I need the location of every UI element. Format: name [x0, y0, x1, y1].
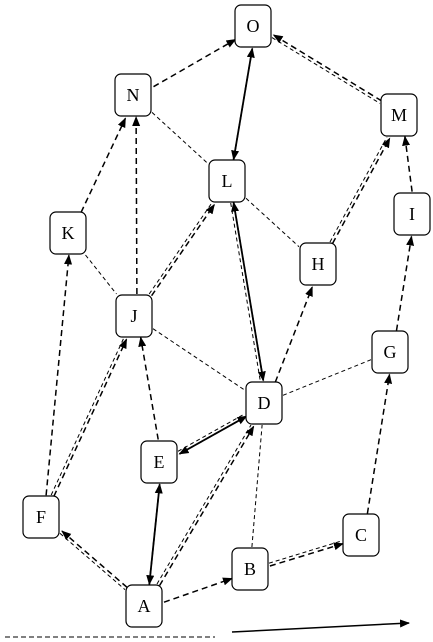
edge-K-J [85, 254, 117, 295]
node-box-H [299, 242, 337, 286]
edge-A-D [156, 424, 252, 585]
edge-I-M [402, 135, 413, 192]
edge-O-M [271, 37, 381, 104]
edge-L-D [230, 202, 261, 382]
edge-J-N [132, 116, 141, 295]
edge-F-K [45, 254, 73, 496]
nodes-layer: O N M L I K H J G D E F C B A [22, 4, 431, 628]
edge-D-G [282, 359, 372, 396]
node-E: E [140, 440, 178, 484]
node-label-B: B [244, 559, 256, 579]
node-A: A [125, 584, 163, 628]
edge-A-D [158, 425, 255, 586]
edge-J-L [150, 203, 215, 297]
edge-B-C [269, 542, 344, 567]
node-box-I [393, 192, 431, 236]
node-box-A [125, 584, 163, 628]
edge-J-D [152, 328, 246, 391]
node-box-D [245, 381, 283, 425]
node-K: K [49, 211, 87, 255]
node-label-M: M [391, 105, 407, 125]
node-box-M [380, 93, 418, 137]
node-C: C [342, 513, 380, 557]
node-box-C [342, 513, 380, 557]
node-H: H [299, 242, 337, 286]
node-box-O [234, 4, 272, 48]
edge-F-J [50, 337, 125, 496]
node-label-L: L [222, 171, 233, 191]
node-box-J [115, 294, 153, 338]
node-label-C: C [355, 525, 367, 545]
node-label-N: N [127, 85, 140, 105]
node-box-L [208, 159, 246, 203]
node-box-B [231, 547, 269, 591]
node-N: N [114, 73, 152, 117]
node-box-K [49, 211, 87, 255]
edge-N-L [151, 112, 209, 164]
edge-N-O [153, 38, 237, 88]
node-box-N [114, 73, 152, 117]
node-label-D: D [258, 393, 271, 413]
edge-H-M [329, 136, 388, 243]
edge-L-H [245, 197, 300, 248]
edge-E-A [146, 484, 161, 586]
node-label-A: A [138, 596, 151, 616]
node-F: F [22, 495, 60, 539]
edge-L-D [232, 202, 266, 382]
node-M: M [380, 93, 418, 137]
node-label-K: K [62, 223, 75, 243]
edge-D-H [274, 286, 313, 383]
edge-H-M [331, 137, 391, 244]
edge-K-N [80, 117, 127, 213]
edge-J-L [148, 202, 213, 295]
node-I: I [393, 192, 431, 236]
node-box-F [22, 495, 60, 539]
edge-M-O [272, 34, 382, 102]
edge-E-J [138, 336, 159, 440]
node-label-I: I [409, 204, 415, 224]
edge-F-A [59, 533, 126, 590]
node-J: J [115, 294, 153, 338]
node-G: G [371, 330, 409, 374]
node-label-O: O [247, 16, 260, 36]
edge-A-F [61, 530, 128, 588]
node-label-J: J [130, 306, 137, 326]
edge-G-I [395, 235, 415, 331]
edge-A-B [163, 577, 233, 603]
node-box-G [371, 330, 409, 374]
edge-F-J [53, 338, 128, 497]
bottom-arrow-line [231, 619, 410, 633]
node-O: O [234, 4, 272, 48]
node-label-F: F [36, 507, 46, 527]
node-label-G: G [384, 342, 397, 362]
node-D: D [245, 381, 283, 425]
node-label-E: E [154, 452, 165, 472]
edge-B-C [268, 540, 343, 564]
node-L: L [208, 159, 246, 203]
edge-E-D [177, 413, 246, 452]
edge-O-L [231, 48, 254, 161]
edge-B-D [251, 424, 263, 548]
node-B: B [231, 547, 269, 591]
edge-C-G [366, 373, 393, 514]
edge-D-E [178, 415, 247, 455]
node-box-E [140, 440, 178, 484]
edges-layer [45, 34, 415, 603]
node-label-H: H [312, 254, 325, 274]
